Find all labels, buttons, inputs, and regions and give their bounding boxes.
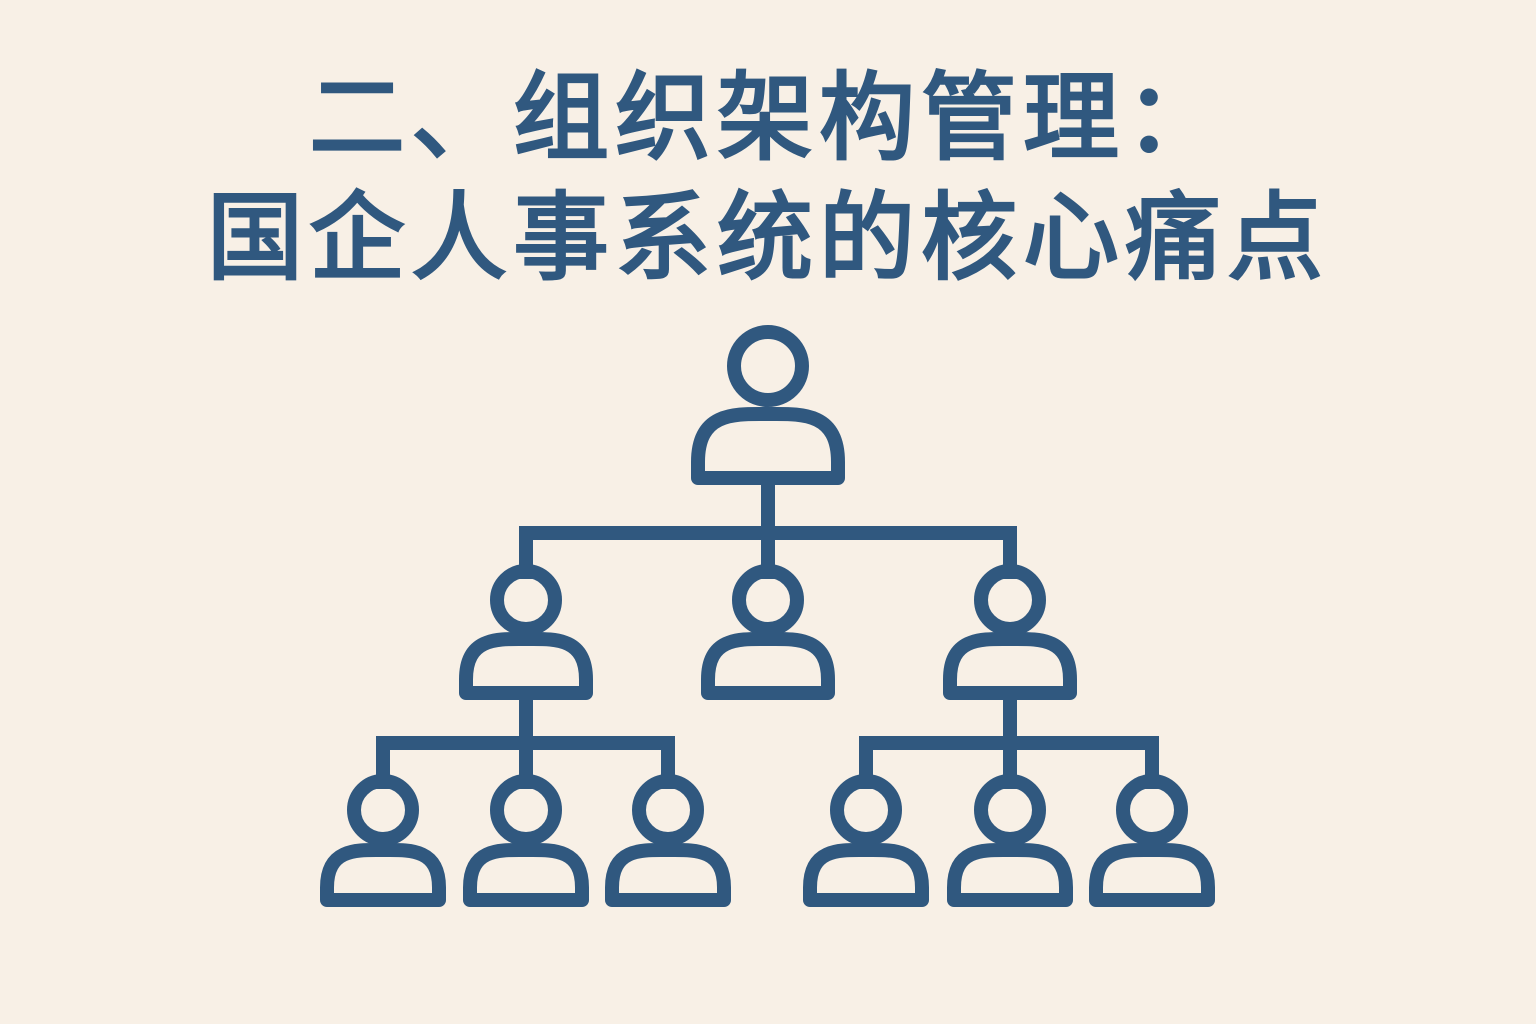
person-head — [732, 564, 804, 636]
person-body — [803, 842, 929, 907]
left-manager-icon — [459, 564, 593, 700]
person-head — [727, 325, 809, 407]
page-title-line-2: 国企人事系统的核心痛点 — [207, 182, 1329, 294]
staff-4-icon — [803, 774, 929, 907]
person-head — [490, 774, 562, 846]
person-head — [974, 564, 1046, 636]
person-head — [974, 774, 1046, 846]
person-head — [347, 774, 419, 846]
page-title-line-1: 二、组织架构管理： — [309, 62, 1227, 174]
staff-5-icon — [947, 774, 1073, 907]
person-body — [1089, 842, 1215, 907]
person-body — [605, 842, 731, 907]
person-body — [459, 631, 593, 700]
person-body — [691, 406, 845, 485]
person-head — [632, 774, 704, 846]
person-body — [943, 631, 1077, 700]
staff-1-icon — [320, 774, 446, 907]
person-head — [830, 774, 902, 846]
person-body — [947, 842, 1073, 907]
staff-6-icon — [1089, 774, 1215, 907]
staff-2-icon — [463, 774, 589, 907]
person-head — [1116, 774, 1188, 846]
right-manager-icon — [943, 564, 1077, 700]
people-icons — [320, 325, 1215, 907]
person-body — [320, 842, 446, 907]
person-head — [490, 564, 562, 636]
root-person-icon — [691, 325, 845, 485]
staff-3-icon — [605, 774, 731, 907]
person-body — [701, 631, 835, 700]
person-body — [463, 842, 589, 907]
center-manager-icon — [701, 564, 835, 700]
